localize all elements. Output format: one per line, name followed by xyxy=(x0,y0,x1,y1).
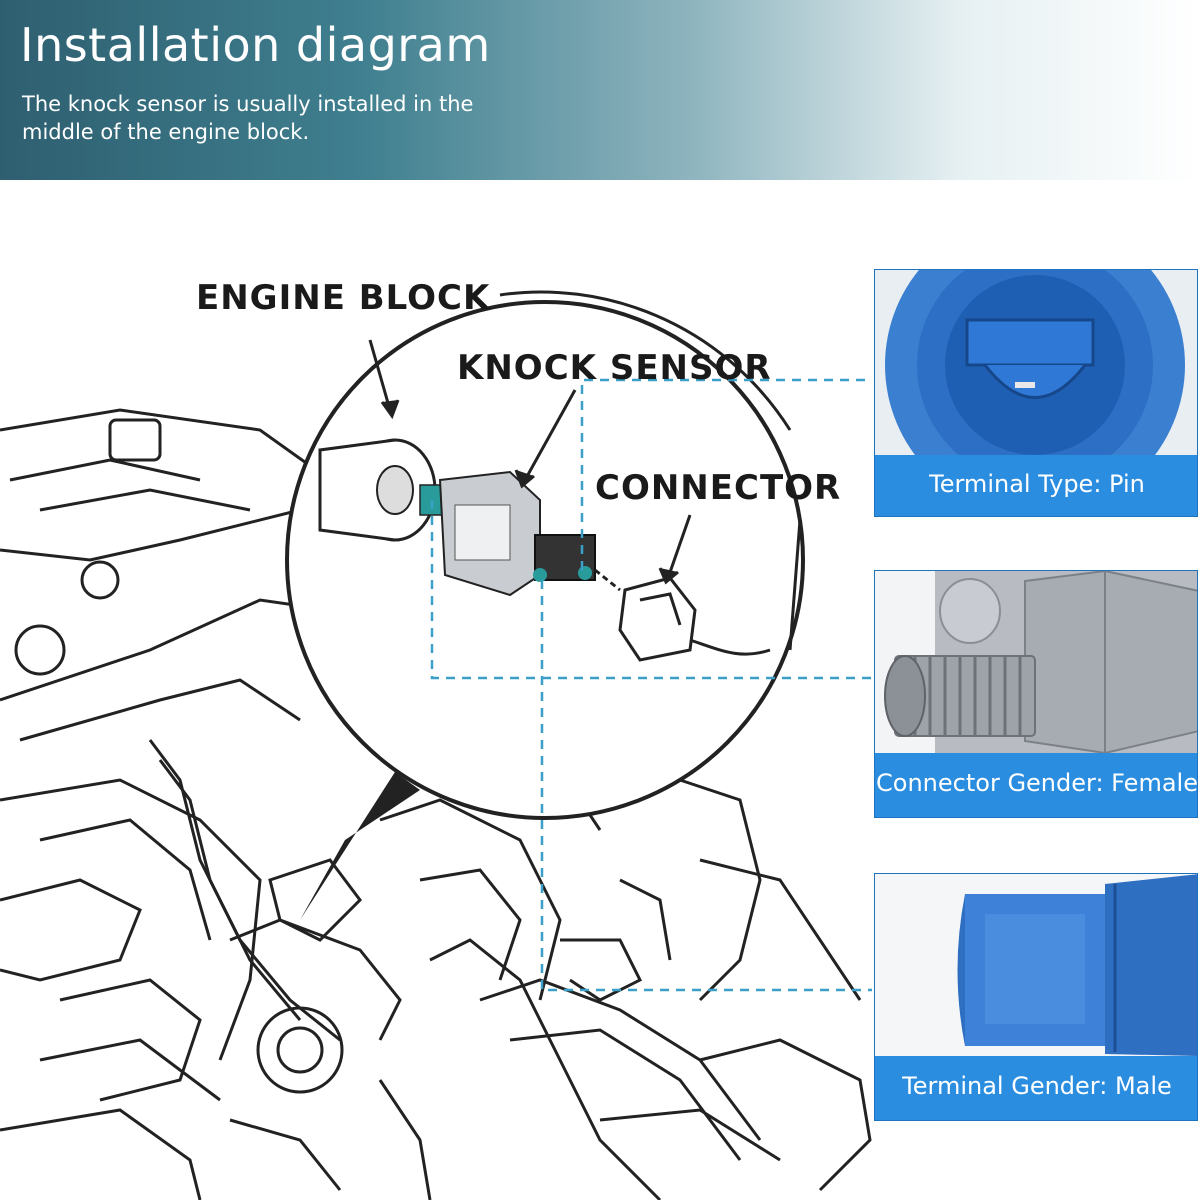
magnifier-pointer xyxy=(300,772,420,920)
page-subtitle: The knock sensor is usually installed in… xyxy=(22,92,474,144)
engine-line-art xyxy=(0,408,872,1200)
engine-block-boss xyxy=(318,438,437,542)
card-terminal-type: Terminal Type: Pin xyxy=(874,269,1198,517)
sensor-side-photo xyxy=(875,874,1197,1056)
leader-lines xyxy=(430,378,872,992)
card-connector-gender: Connector Gender: Female xyxy=(874,570,1198,818)
card-label: Terminal Gender: Male xyxy=(902,1072,1172,1100)
callout-engine-block: ENGINE BLOCK xyxy=(196,278,491,318)
header-banner: Installation diagram The knock sensor is… xyxy=(0,0,1200,180)
callout-connector: CONNECTOR xyxy=(595,468,842,508)
knock-sensor-body xyxy=(419,470,596,597)
connector-plug xyxy=(594,568,771,662)
card-label: Connector Gender: Female xyxy=(876,769,1198,797)
sensor-thread-photo xyxy=(875,571,1197,753)
card-label: Terminal Type: Pin xyxy=(929,470,1145,498)
engine-illustration xyxy=(0,290,872,1200)
callout-arrows xyxy=(368,290,802,651)
card-terminal-gender: Terminal Gender: Male xyxy=(874,873,1198,1121)
page-title: Installation diagram xyxy=(20,18,491,72)
sensor-socket-photo xyxy=(875,270,1197,455)
callout-knock-sensor: KNOCK SENSOR xyxy=(457,348,772,388)
installation-diagram: ENGINE BLOCK KNOCK SENSOR CONNECTOR xyxy=(0,180,1200,1200)
